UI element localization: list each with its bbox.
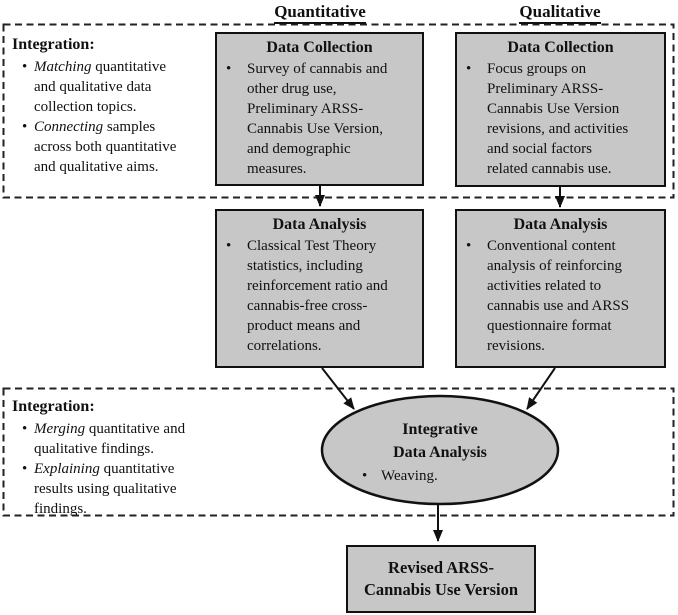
integration-top-title: Integration: <box>12 36 95 53</box>
quant-data-analysis-title: Data Analysis <box>272 216 367 233</box>
bullet-icon: • <box>466 61 472 77</box>
integrative-analysis-ellipse <box>320 394 560 506</box>
bullet-text: Survey of cannabis and other drug use, P… <box>247 61 388 177</box>
qual-data-collection-bullet: • Focus groups on Preliminary ARSS- Cann… <box>457 59 664 179</box>
quant-data-analysis-bullet: • Classical Test Theory statistics, incl… <box>217 236 422 356</box>
integration-bottom-title: Integration: <box>12 398 95 415</box>
bullet-icon: • <box>362 468 368 484</box>
bullet-text: Explaining quantitative results using qu… <box>34 461 177 517</box>
bullet-text: Classical Test Theory statistics, includ… <box>247 238 388 354</box>
integrative-analysis-title-line1: Integrative <box>402 421 478 438</box>
bullet-icon: • <box>22 59 28 75</box>
bullet-text: Matching quantitative and qualitative da… <box>34 59 167 115</box>
bullet-icon: • <box>226 61 232 77</box>
integration-top-bullet-matching: • Matching quantitative and qualitative … <box>12 57 214 117</box>
bullet-icon: • <box>466 238 472 254</box>
revised-arss-line2: Cannabis Use Version <box>363 580 519 599</box>
bullet-icon: • <box>226 238 232 254</box>
column-header-quantitative: Quantitative <box>250 2 390 24</box>
bullet-icon: • <box>22 421 28 437</box>
qual-data-analysis-box: Data Analysis • Conventional content ana… <box>455 209 666 368</box>
quant-data-collection-box: Data Collection • Survey of cannabis and… <box>215 32 424 186</box>
integration-bottom-block: Integration: • Merging quantitative and … <box>12 396 247 519</box>
integration-bottom-bullet-merging: • Merging quantitative and qualitative f… <box>12 419 247 459</box>
arrow-qual-analysis-to-integrative <box>526 367 556 410</box>
top-integration-dashed-border <box>2 23 675 199</box>
bullet-text: Weaving. <box>381 468 438 484</box>
integration-bottom-bullet-explaining: • Explaining quantitative results using … <box>12 459 247 519</box>
quantitative-header-label: Quantitative <box>274 2 366 24</box>
qualitative-header-label: Qualitative <box>519 2 601 24</box>
bullet-text: Focus groups on Preliminary ARSS- Cannab… <box>487 61 629 177</box>
quant-data-collection-title: Data Collection <box>266 39 373 56</box>
revised-arss-box: Revised ARSS- Cannabis Use Version <box>346 545 536 613</box>
quant-data-analysis-box: Data Analysis • Classical Test Theory st… <box>215 209 424 368</box>
revised-arss-line1: Revised ARSS- <box>388 558 494 577</box>
integrative-analysis-title-line2: Data Analysis <box>393 444 487 461</box>
bullet-icon: • <box>22 461 28 477</box>
bullet-text: Merging quantitative and qualitative fin… <box>34 421 186 457</box>
column-header-qualitative: Qualitative <box>490 2 630 24</box>
qual-data-analysis-title: Data Analysis <box>513 216 608 233</box>
integrative-analysis-content: Integrative Data Analysis • Weaving. <box>322 418 558 486</box>
qual-data-analysis-bullet: • Conventional content analysis of reinf… <box>457 236 664 356</box>
bullet-text: Conventional content analysis of reinfor… <box>487 238 630 354</box>
quant-data-collection-bullet: • Survey of cannabis and other drug use,… <box>217 59 422 179</box>
bullet-icon: • <box>22 119 28 135</box>
qual-data-collection-title: Data Collection <box>507 39 614 56</box>
bullet-text: Connecting samples across both quantitat… <box>34 119 177 175</box>
qual-data-collection-box: Data Collection • Focus groups on Prelim… <box>455 32 666 187</box>
integration-top-bullet-connecting: • Connecting samples across both quantit… <box>12 117 214 177</box>
integration-top-block: Integration: • Matching quantitative and… <box>12 34 214 177</box>
integrative-analysis-bullet: • Weaving. <box>362 466 558 486</box>
arrow-quant-analysis-to-integrative <box>321 367 355 410</box>
